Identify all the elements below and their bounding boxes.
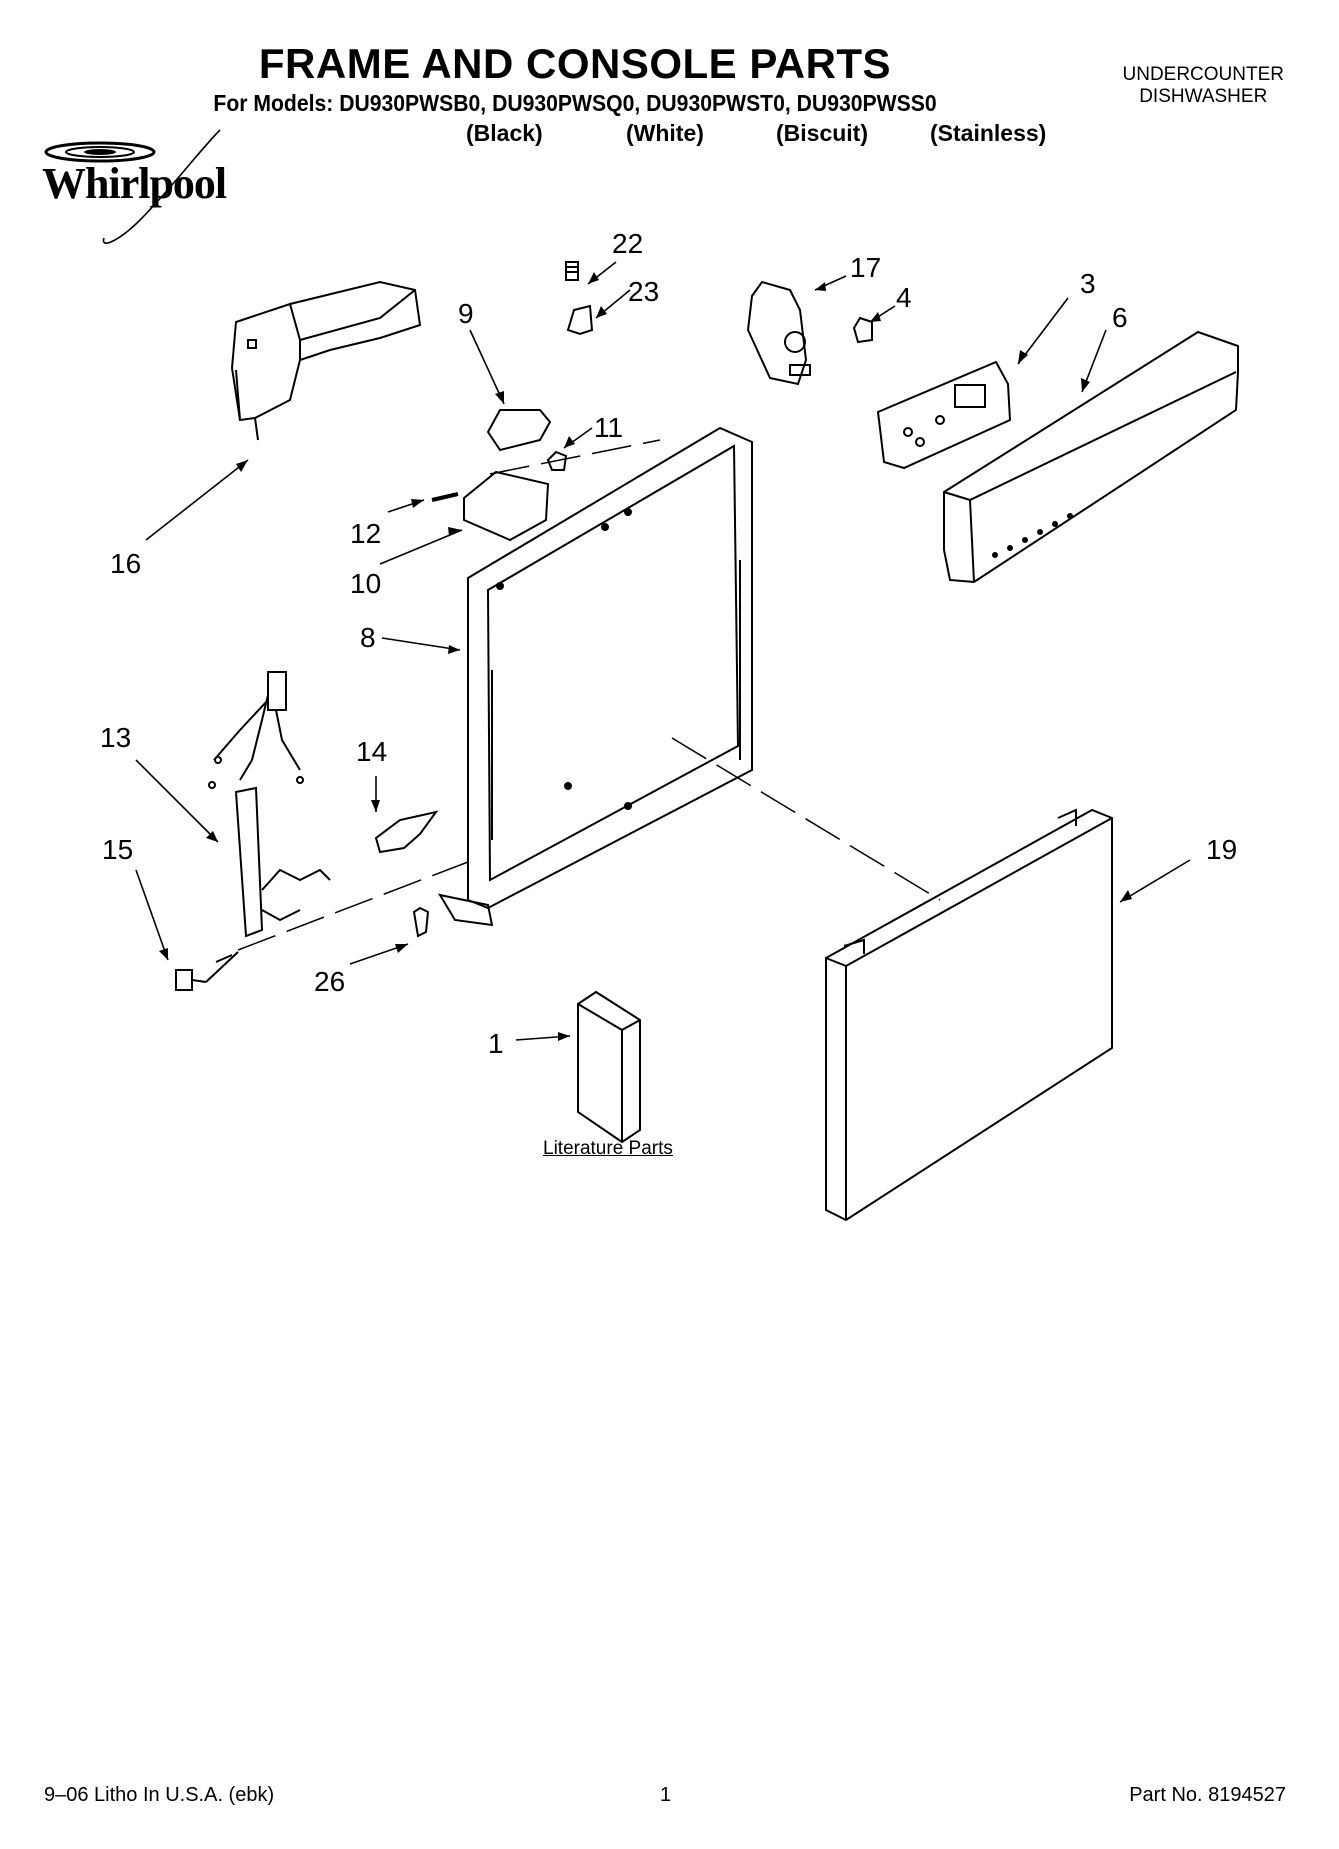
arrow-heads bbox=[159, 272, 1132, 1041]
part-9-actuator bbox=[486, 409, 552, 452]
guide-lines bbox=[237, 439, 941, 951]
callout-1: 1 bbox=[488, 1028, 504, 1059]
model-list: For Models: DU930PWSB0, DU930PWSQ0, DU93… bbox=[213, 90, 937, 116]
part-6-console-panel bbox=[943, 330, 1239, 584]
part-1-literature bbox=[577, 990, 641, 1144]
callout-8: 8 bbox=[360, 622, 376, 653]
callout-17: 17 bbox=[850, 252, 882, 283]
footer-page-number: 1 bbox=[660, 1784, 672, 1806]
callout-14: 14 bbox=[356, 736, 388, 767]
category-line-1: UNDERCOUNTER bbox=[1122, 64, 1285, 85]
page-title: FRAME AND CONSOLE PARTS bbox=[258, 40, 892, 87]
callout-15: 15 bbox=[102, 834, 134, 865]
footer-print-info: 9–06 Litho In U.S.A. (ebk) bbox=[44, 1784, 275, 1806]
part-22-spring bbox=[565, 261, 579, 281]
callout-4: 4 bbox=[896, 282, 912, 313]
callout-13: 13 bbox=[100, 722, 132, 753]
callout-6: 6 bbox=[1112, 302, 1128, 333]
color-stainless-label: (Stainless) bbox=[930, 120, 1047, 146]
color-biscuit-label: (Biscuit) bbox=[776, 120, 868, 146]
callout-10: 10 bbox=[350, 568, 382, 599]
footer-part-number: Part No. 8194527 bbox=[1129, 1784, 1286, 1806]
color-black-label: (Black) bbox=[466, 120, 543, 146]
part-16-cover bbox=[230, 280, 422, 441]
part-26-clip bbox=[412, 906, 430, 938]
callout-19: 19 bbox=[1206, 834, 1238, 865]
callout-16: 16 bbox=[110, 548, 142, 579]
callout-23: 23 bbox=[628, 276, 660, 307]
part-12-pin bbox=[431, 492, 459, 502]
color-white-label: (White) bbox=[626, 120, 704, 146]
callout-22: 22 bbox=[612, 228, 644, 259]
literature-parts-label: Literature Parts bbox=[543, 1138, 673, 1159]
product-category: UNDERCOUNTER DISHWASHER bbox=[1123, 64, 1285, 108]
callout-3: 3 bbox=[1080, 268, 1096, 299]
part-14-sensor bbox=[374, 810, 439, 854]
category-line-2: DISHWASHER bbox=[1139, 86, 1268, 107]
part-4-clip bbox=[852, 316, 873, 344]
part-23-latch bbox=[566, 304, 594, 336]
callout-12: 12 bbox=[350, 518, 382, 549]
callout-11: 11 bbox=[594, 412, 624, 443]
part-13-wire-harness bbox=[208, 671, 331, 963]
whirlpool-logo: Whirlpool bbox=[42, 159, 227, 208]
part-8-door-frame bbox=[437, 426, 753, 927]
part-17-switch bbox=[746, 280, 811, 386]
callout-26: 26 bbox=[314, 966, 346, 997]
part-3-control-board bbox=[876, 360, 1012, 470]
callout-9: 9 bbox=[458, 298, 474, 329]
part-10-bracket bbox=[463, 470, 550, 542]
part-15-screw bbox=[175, 951, 239, 991]
part-19-access-panel bbox=[825, 808, 1113, 1222]
